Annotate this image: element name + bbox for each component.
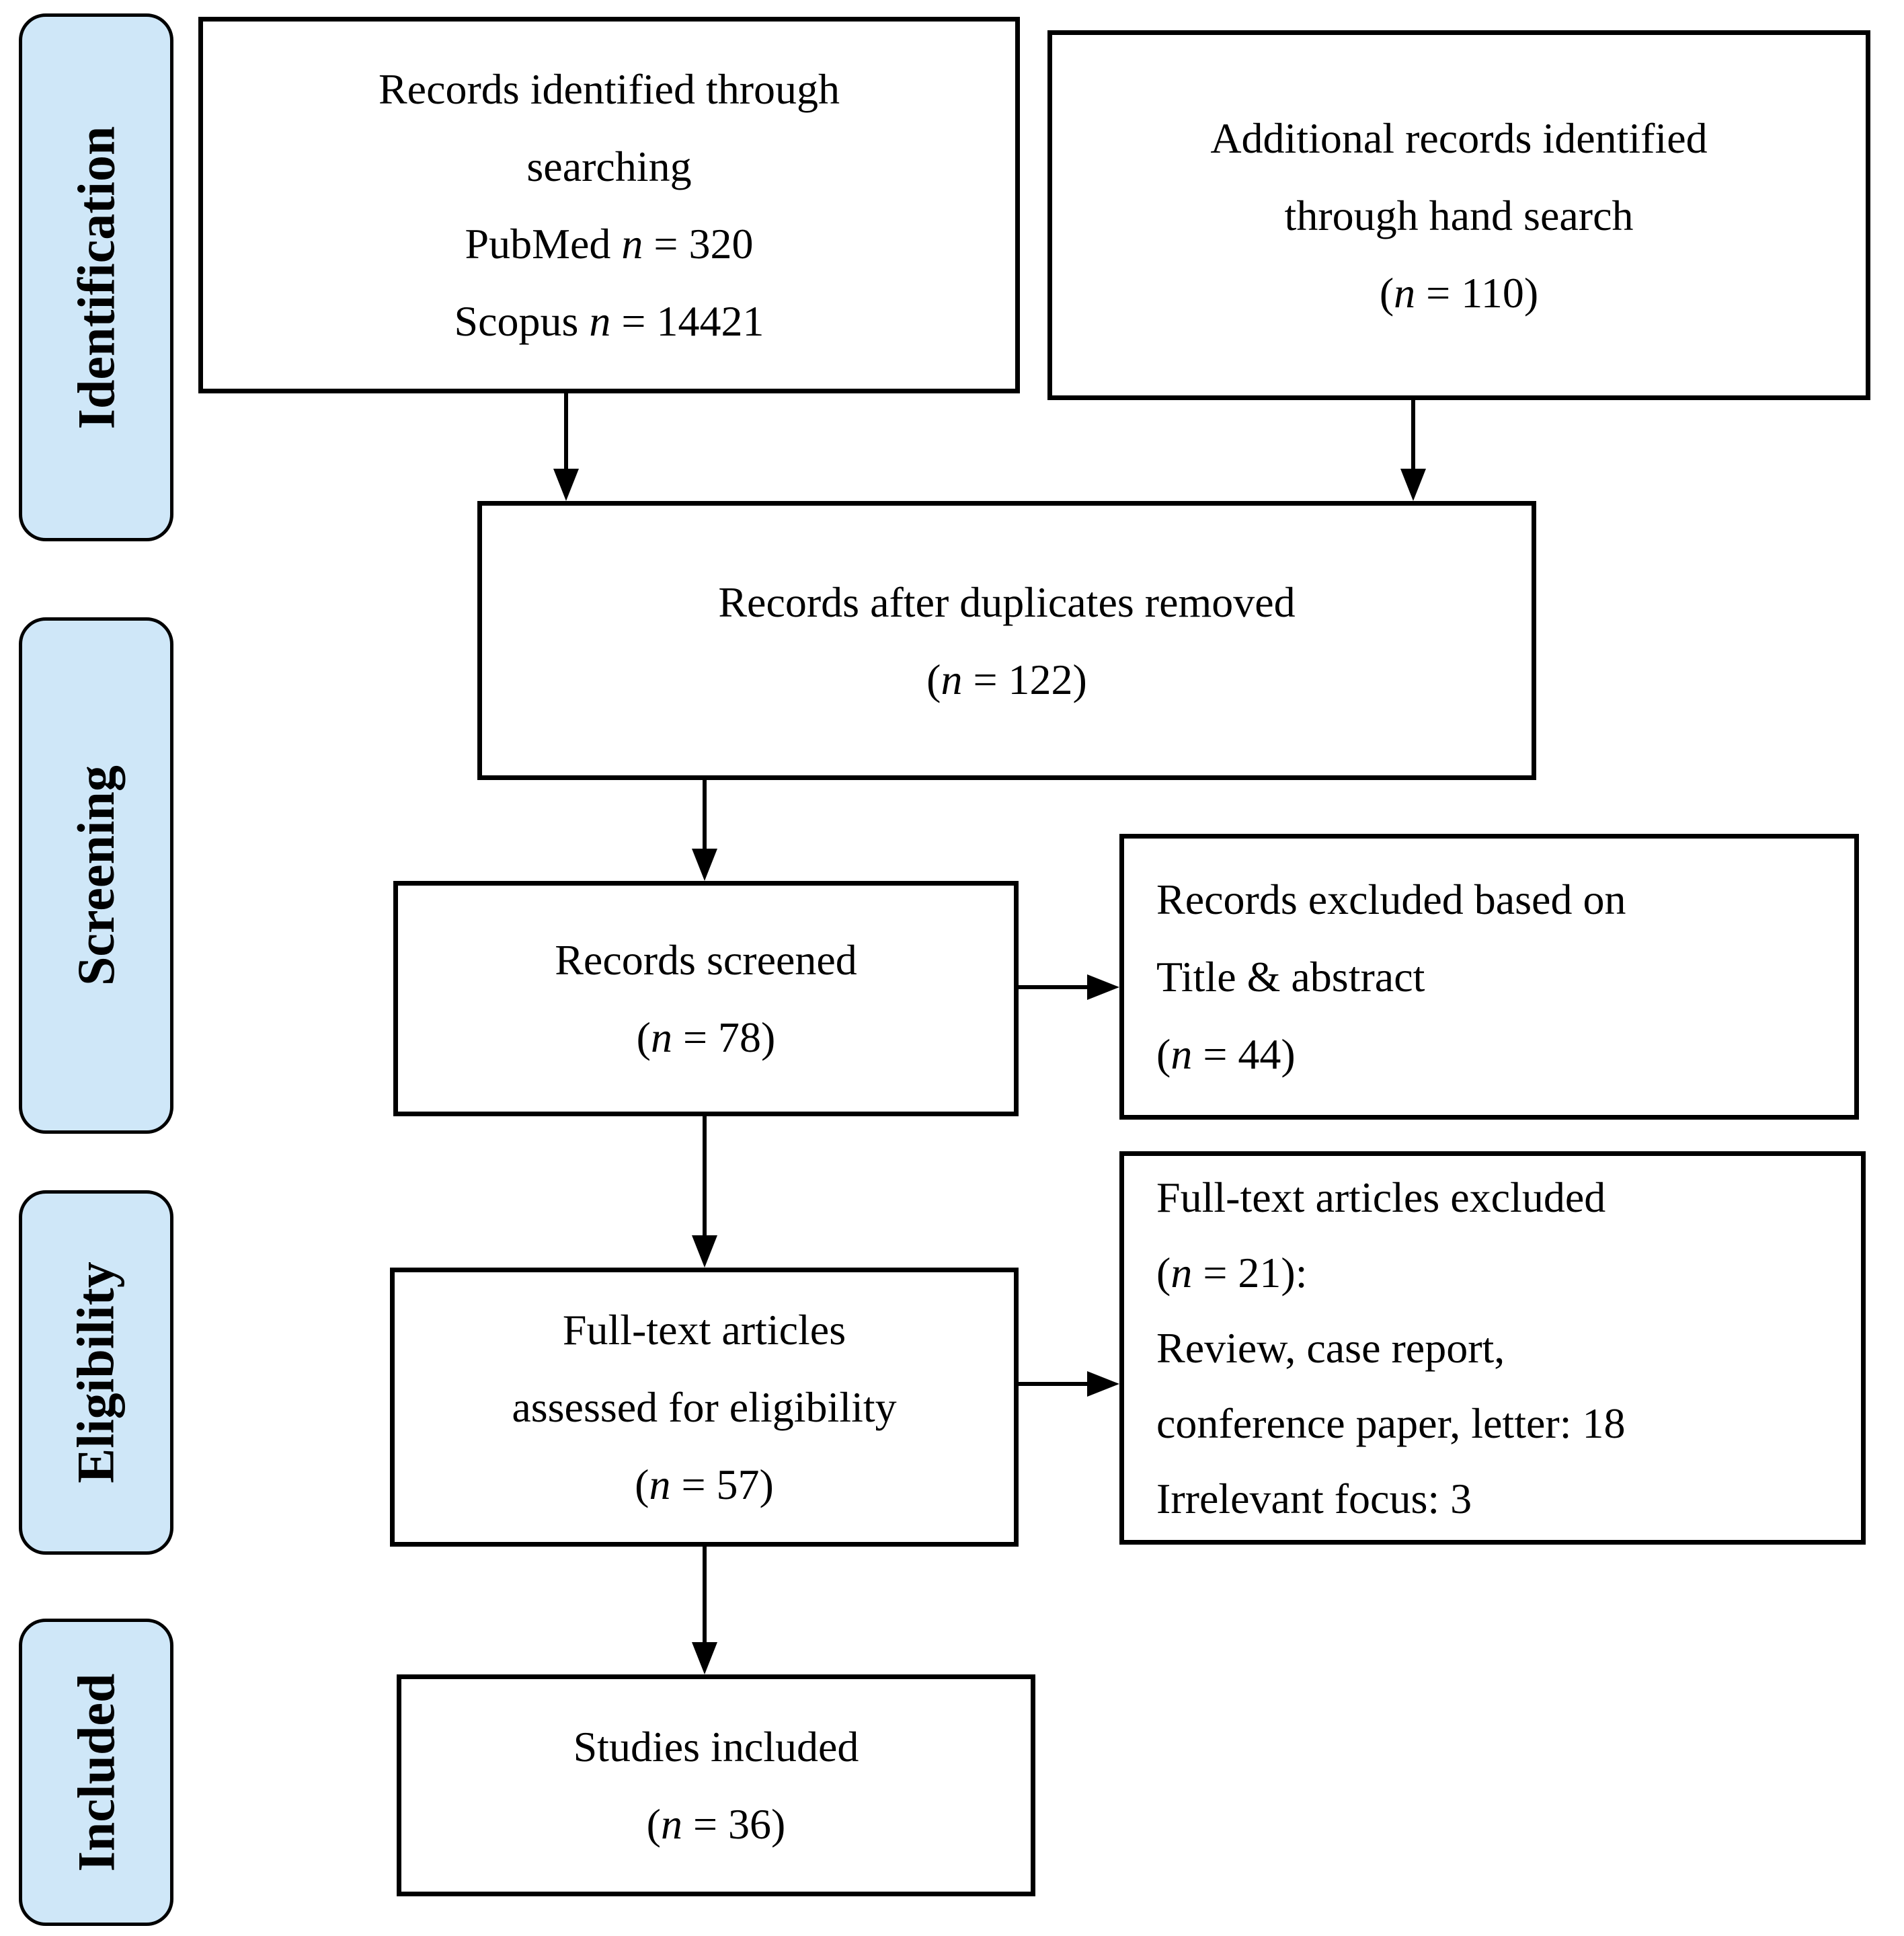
box-text-line: Additional records identified <box>1210 114 1708 162</box>
box-text-line: Records excluded based on <box>1156 876 1626 923</box>
stage-identification: Identification <box>19 13 173 541</box>
arrow-fulltext-to-excluded-line <box>1019 1382 1089 1386</box>
box-text-line: through hand search <box>1284 191 1634 239</box>
box-text-line: Full-text articles <box>562 1306 846 1354</box>
box-text-line: assessed for eligibility <box>512 1383 897 1431</box>
box-text-line: Scopus n = 14421 <box>454 297 764 345</box>
arrow-fulltext-to-studies-line <box>703 1547 707 1644</box>
arrow-duplicates-to-screened-head <box>692 849 717 881</box>
box-text-line: (n = 122) <box>926 655 1087 703</box>
arrow-identified-to-duplicates-head <box>553 469 579 501</box>
arrow-identified-to-duplicates-line <box>564 393 568 471</box>
box-text-line: (n = 110) <box>1379 268 1539 317</box>
box-fulltext-excluded: Full-text articles excluded (n = 21): Revi… <box>1119 1151 1866 1545</box>
box-text-line: PubMed n = 320 <box>465 220 754 268</box>
box-studies-included: Studies included (n = 36) <box>397 1674 1035 1896</box>
arrow-additional-to-duplicates-line <box>1411 400 1415 471</box>
box-fulltext-assessed: Full-text articles assessed for eligibili… <box>390 1268 1019 1547</box>
box-duplicates-removed: Records after duplicates removed (n = 122… <box>477 501 1536 780</box>
box-records-screened: Records screened (n = 78) <box>393 881 1019 1116</box>
arrow-screened-to-excluded-head <box>1087 974 1119 1000</box>
stage-included: Included <box>19 1619 173 1926</box>
arrow-fulltext-to-excluded-head <box>1087 1371 1119 1397</box>
box-records-excluded-title-abstract: Records excluded based on Title & abstrac… <box>1119 834 1859 1120</box>
arrow-screened-to-fulltext-head <box>692 1235 717 1268</box>
box-text-line: (n = 44) <box>1156 1030 1296 1078</box>
stage-screening: Screening <box>19 617 173 1134</box>
stage-included-label: Included <box>67 1673 126 1871</box>
stage-screening-label: Screening <box>67 765 126 986</box>
box-text-line: Records identified through <box>378 65 840 113</box>
box-text-line: Studies included <box>573 1723 859 1771</box>
box-text-line: Full-text articles excluded <box>1156 1173 1606 1221</box>
box-text-line: conference paper, letter: 18 <box>1156 1399 1626 1447</box>
box-additional-records: Additional records identified through han… <box>1047 30 1870 400</box>
arrow-additional-to-duplicates-head <box>1400 469 1426 501</box>
box-text-line: Title & abstract <box>1156 953 1425 1001</box>
box-text-line: Review, case report, <box>1156 1323 1505 1372</box>
stage-identification-label: Identification <box>67 126 126 429</box>
arrow-screened-to-excluded-line <box>1019 985 1089 989</box>
arrow-fulltext-to-studies-head <box>692 1642 717 1674</box>
box-text-line: searching <box>526 143 692 190</box>
stage-eligibility-label: Eligibility <box>67 1262 125 1483</box>
box-text-line: Records screened <box>555 936 857 984</box>
stage-eligibility: Eligibility <box>19 1190 173 1555</box>
box-text-line: (n = 78) <box>636 1013 776 1061</box>
box-text-line: (n = 21): <box>1156 1248 1308 1296</box>
arrow-duplicates-to-screened-line <box>703 780 707 851</box>
box-text-line: Records after duplicates removed <box>718 578 1296 626</box>
arrow-screened-to-fulltext-line <box>703 1116 707 1237</box>
box-text-line: (n = 36) <box>646 1800 786 1848</box>
box-text-line: (n = 57) <box>635 1461 774 1508</box>
box-text-line: Irrelevant focus: 3 <box>1156 1474 1472 1522</box>
